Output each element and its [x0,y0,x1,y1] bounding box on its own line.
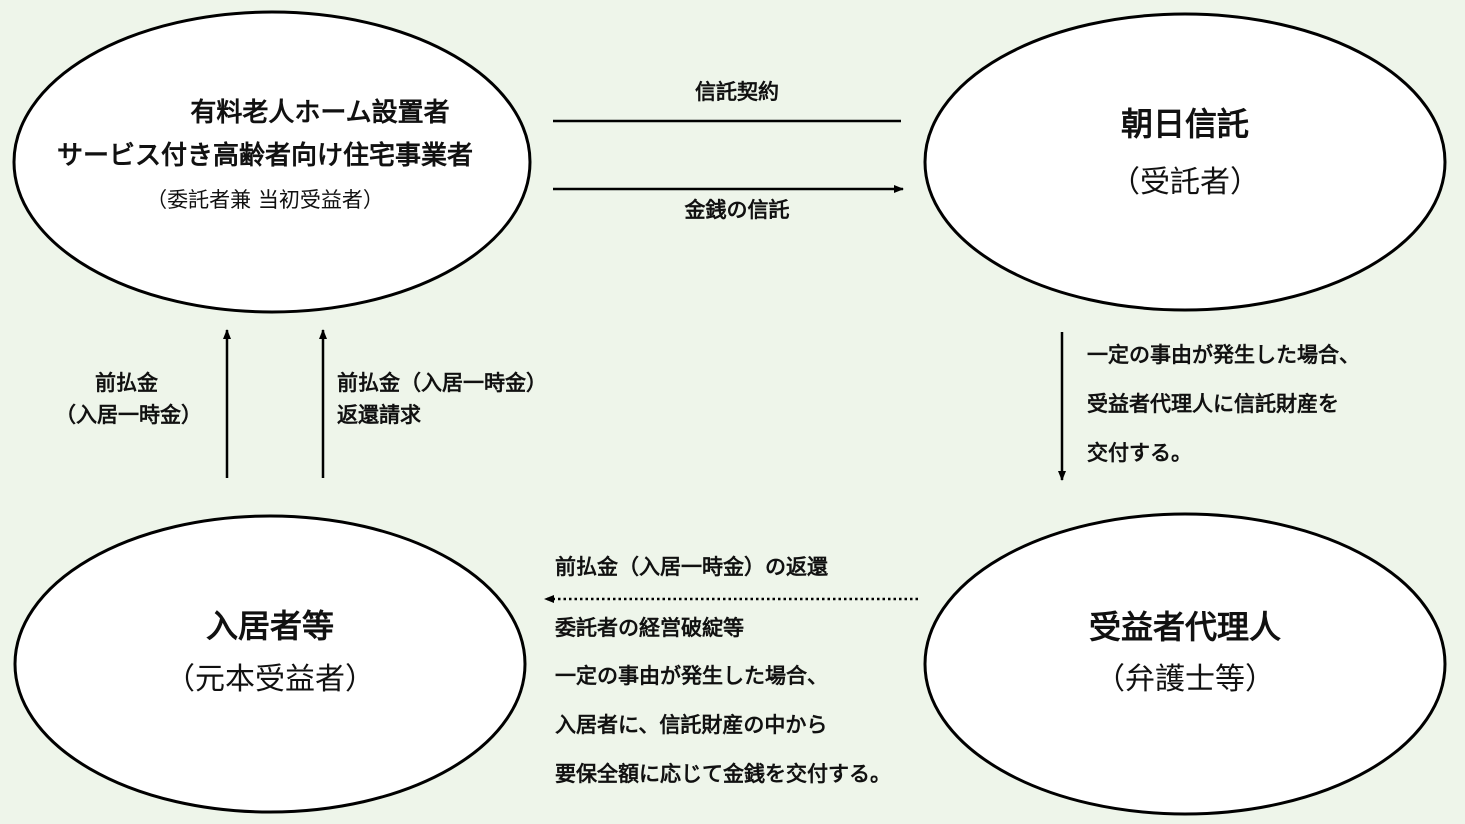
resident-name: 入居者等 [205,607,334,645]
refund-request-label-line2: 返還請求 [337,403,421,427]
settlor-role: （委託者兼 当初受益者） [146,188,384,212]
trustee-name: 朝日信託 [1120,105,1249,143]
trust-contract-label: 信託契約 [695,80,779,104]
settlor-name-line1: 有料老人ホーム設置者 [190,98,450,128]
payout-note-line4: 要保全額に応じて金銭を交付する。 [555,762,891,786]
agent-role: （弁護士等） [1095,662,1275,697]
payout-note-line2: 一定の事由が発生した場合、 [555,664,828,688]
payout-note-line3: 入居者に、信託財産の中から [555,713,828,737]
payout-note-line1: 委託者の経営破綻等 [555,616,744,640]
prepayment-label-line1: 前払金 [95,371,158,395]
resident-role: （元本受益者） [165,662,375,697]
agent-node [923,512,1447,816]
resident-node [13,514,527,814]
trustee-node [923,12,1447,312]
prepayment-label-line2: （入居一時金） [55,403,202,427]
agent-name: 受益者代理人 [1088,608,1281,646]
delivery-note-line3: 交付する。 [1087,441,1192,465]
delivery-note-line2: 受益者代理人に信託財産を [1087,392,1339,416]
refund-flow-label: 前払金（入居一時金）の返還 [555,555,828,579]
settlor-name-line2: サービス付き高齢者向け住宅事業者 [56,141,473,171]
refund-request-label-line1: 前払金（入居一時金） [337,371,547,395]
trustee-role: （受託者） [1110,165,1260,200]
settlor-node [12,10,532,314]
money-trust-label: 金銭の信託 [684,198,790,222]
delivery-note-line1: 一定の事由が発生した場合、 [1087,343,1360,367]
